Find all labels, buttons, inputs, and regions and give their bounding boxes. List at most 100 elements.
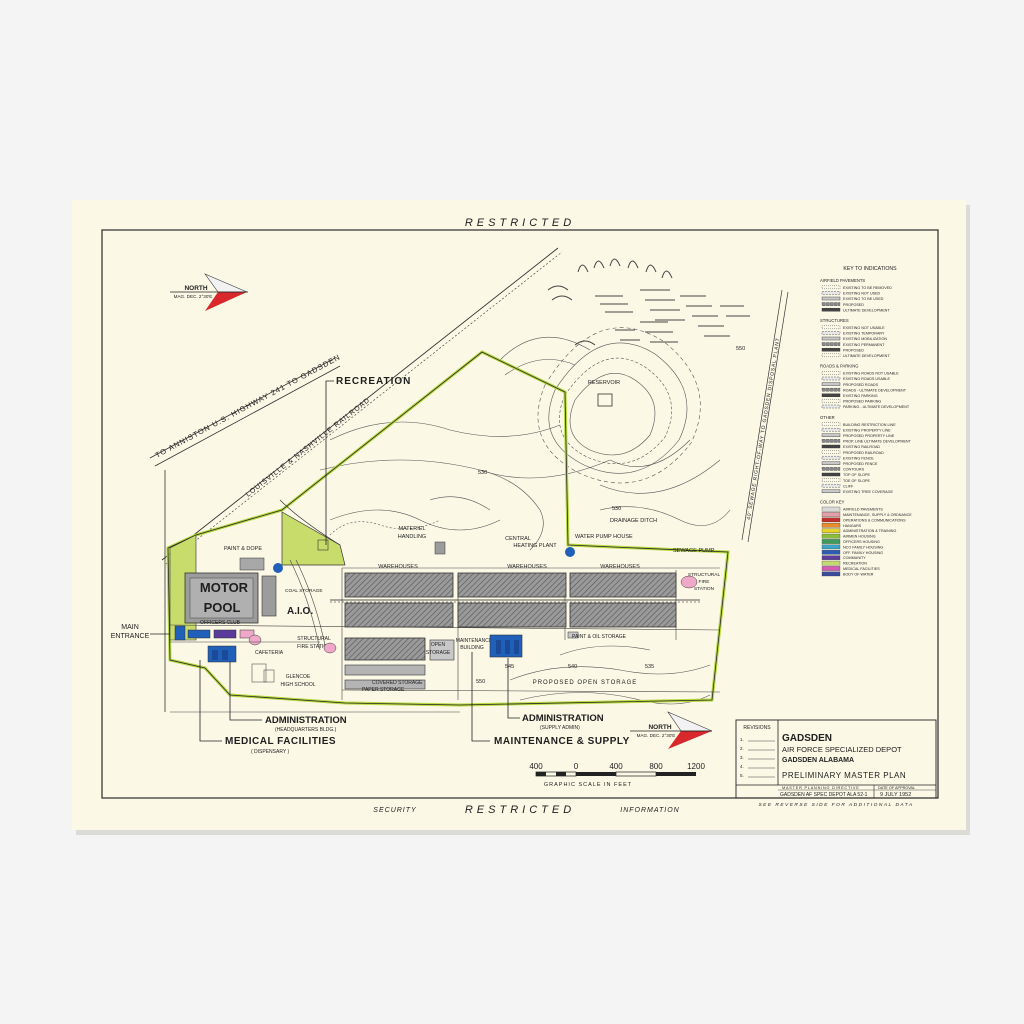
materiel-handling-bldg [434, 541, 446, 555]
legend-section-header: COLOR KEY [820, 500, 845, 505]
open-storage-label-2: STORAGE [426, 650, 451, 656]
warehouses-label-1: WAREHOUSES [378, 564, 418, 570]
legend-color-swatch [821, 550, 841, 555]
legend-color-swatch [821, 533, 841, 539]
legend-symbol [821, 433, 841, 437]
legend-title: KEY TO INDICATIONS [843, 266, 897, 272]
legend-symbol [821, 478, 841, 482]
sheet [72, 200, 966, 830]
drainage-label: DRAINAGE DITCH [610, 518, 657, 524]
contour-label: 550 [476, 679, 485, 685]
legend-color-item: NCO FAMILY HOUSING [843, 545, 883, 549]
north-label-2: NORTH [648, 724, 671, 731]
legend-symbol [821, 393, 841, 397]
legend-item: ROADS - ULTIMATE DEVELOPMENT [843, 388, 907, 392]
legend-item: EXISTING PROPERTY LINE [843, 428, 891, 432]
structural-fire-east-label-3: STATION [694, 586, 715, 592]
motor-pool-building: MOTOR POOL [184, 557, 277, 624]
recreation-leader [325, 380, 334, 545]
rev-number: 2. [740, 746, 744, 751]
legend-color-item: COMMUNITY [843, 556, 866, 560]
legend-symbol [821, 285, 841, 289]
footer-note: SEE REVERSE SIDE FOR ADDITIONAL DATA [758, 802, 913, 808]
legend-item: EXISTING PERMANENT [843, 343, 885, 347]
legend-section-header: OTHER [820, 415, 835, 420]
legend-item: PROPOSED [843, 303, 864, 307]
warehouse-block [330, 572, 700, 690]
legend-symbol [821, 382, 841, 386]
admin-hq-leader [229, 662, 262, 721]
paper-storage-label: PAPER STORAGE [362, 687, 405, 693]
legend-section-header: ROADS & PARKING [820, 364, 859, 369]
legend-symbol [821, 336, 841, 341]
central-heating-label-2: HEATING PLANT [513, 543, 557, 549]
rev-number: 5. [740, 773, 744, 778]
contour-label: 530 [478, 470, 487, 476]
legend-color-swatch [821, 539, 841, 544]
legend-item: EXISTING ROADS USABLE [843, 377, 890, 381]
legend-color-swatch [821, 566, 841, 571]
revision-rows [748, 740, 775, 778]
admin-supply-sublabel: (SUPPLY ADMIN) [540, 725, 580, 731]
legend-symbol [821, 484, 841, 488]
top-restricted-label: RESTRICTED [465, 217, 575, 229]
pool-label: POOL [204, 600, 241, 615]
glencoe-label-2: HIGH SCHOOL [280, 682, 315, 688]
glencoe-high-school [251, 663, 275, 683]
legend-item: EXISTING RAILROAD [843, 445, 880, 449]
legend-item: CLIFF [843, 484, 854, 488]
maint-supply-leader [471, 652, 490, 742]
graphic-scale: 400 0 400 800 1200 GRAPHIC SCALE IN FEET [529, 762, 705, 788]
legend-symbol [821, 291, 841, 295]
scale-tick: 400 [609, 762, 623, 771]
legend-item: ULTIMATE DEVELOPMENT [843, 308, 890, 312]
admin-hq-sublabel: (HEADQUARTERS BLDG.) [275, 727, 337, 733]
legend-color-swatch [821, 506, 841, 512]
central-heating-label-1: CENTRAL [505, 536, 531, 542]
legend-item: EXISTING PARKING [843, 394, 878, 398]
legend-color-item: OFF. FAMILY HOUSING [843, 551, 883, 555]
scale-tick: 0 [574, 762, 579, 771]
legend-symbol [821, 422, 841, 426]
tb-line3: GADSDEN ALABAMA [782, 757, 854, 764]
legend-symbol [821, 296, 841, 301]
admin-hq-label: ADMINISTRATION [265, 715, 347, 726]
legend-color-item: AIRMEN HOUSING [843, 535, 876, 539]
covered-storage-label: COVERED STORAGE [372, 680, 423, 686]
legend-color-item: OFFICERS HOUSING [843, 540, 880, 544]
north-label: NORTH [184, 285, 207, 292]
legend-item: PROPOSED FENCE [843, 462, 878, 466]
footer-security: SECURITY [373, 807, 417, 814]
legend-symbol [821, 467, 841, 471]
contour-values: 550 530 530 545 540 535 550 [476, 346, 745, 685]
north-arrow-lower: NORTH MAG. DEC. 2°30'E [630, 711, 713, 749]
tb-drawing-no: GADSDEN AF SPEC DEPOT ALA 52-1 [780, 792, 868, 798]
legend-color-swatch [821, 528, 841, 533]
legend-color-item: OPERATIONS & COMMUNICATIONS [843, 518, 906, 522]
legend-item: TOE OF SLOPE [843, 479, 871, 483]
legend-item: PROPOSED RAILROAD [843, 451, 884, 455]
legend-item: PROP. LINE ULTIMATE DEVELOPMENT [843, 440, 912, 444]
legend-color-item: ADMINISTRATION & TRAINING [843, 529, 896, 533]
warehouses-label-2: WAREHOUSES [507, 564, 547, 570]
structural-fire-label-1: STRUCTURAL [297, 636, 331, 642]
legend-symbol [821, 325, 841, 329]
housing-cluster [547, 258, 750, 346]
materiel-label-2: HANDLING [398, 534, 426, 540]
legend-symbol [821, 428, 841, 432]
contour-label: 550 [736, 346, 745, 352]
legend-symbol [821, 342, 841, 346]
admin-supply-leader [507, 658, 520, 719]
officers-club-label: OFFICERS CLUB [200, 620, 241, 626]
maintenance-bldg-label-1: MAINTENANCE [456, 638, 493, 644]
paint-oil-label: PAINT & OIL STORAGE [572, 634, 627, 640]
legend-symbol [821, 472, 841, 477]
aio-label: A.I.O. [287, 606, 313, 617]
north-arrow-upper: NORTH MAG. DEC. 2°30'E [170, 273, 248, 311]
legend-item: PROPOSED PARKING [843, 400, 881, 404]
mag-dec-label-2: MAG. DEC. 2°30'E [637, 733, 676, 738]
legend-color-swatch [821, 544, 841, 550]
legend-color-swatch [821, 523, 841, 528]
